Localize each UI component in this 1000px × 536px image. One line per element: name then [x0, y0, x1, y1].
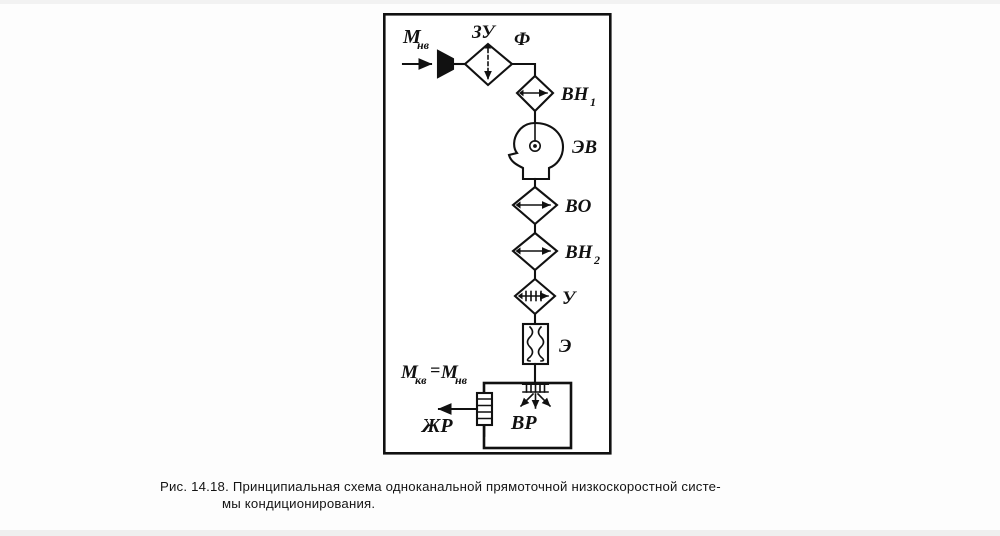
label-electric-heater: Э	[559, 336, 571, 357]
label-air-heater-2: BH 2	[564, 242, 600, 267]
scan-edge-bottom	[0, 530, 1000, 536]
label-inlet-flow-sub: нв	[417, 38, 430, 52]
label-filter: Ф	[514, 29, 530, 50]
duct-intake-to-filter	[510, 62, 537, 78]
intake-funnel-symbol	[436, 49, 467, 79]
electric-fan-symbol	[507, 121, 565, 181]
label-air-heater-1: BH 1	[560, 84, 596, 109]
intake-device-symbol	[463, 42, 514, 87]
figure-caption: Рис. 14.18. Принципиальная схема однокан…	[160, 478, 860, 512]
label-air-heater-1-sub: 1	[590, 95, 596, 109]
label-supply-flow: M кв = M нв	[400, 360, 468, 387]
electric-heater-symbol	[521, 322, 550, 366]
figure-frame	[383, 13, 612, 455]
label-inlet-flow-main: M	[402, 26, 422, 48]
label-humidifier: У	[562, 288, 577, 309]
label-room-radiator: ЖР	[420, 415, 453, 437]
label-air-cooler: BO	[564, 196, 592, 217]
conditioned-room-symbol	[482, 381, 573, 450]
label-supply-flow-sub: кв	[415, 373, 427, 387]
label-supply-flow-eq: =	[430, 360, 440, 380]
label-air-heater-2-sub: 2	[593, 253, 600, 267]
label-air-heater-1-main: BH	[560, 84, 590, 105]
label-supply-flow-main-2: M	[440, 362, 459, 383]
supply-diffuser-symbol	[519, 382, 552, 409]
label-fan: ЭВ	[572, 137, 597, 158]
label-supply-flow-sub-2: нв	[455, 373, 468, 387]
label-supply-flow-main: M	[400, 362, 419, 383]
label-intake-device: ЗУ	[471, 22, 496, 43]
figure-caption-line-1: Рис. 14.18. Принципиальная схема однокан…	[160, 479, 721, 494]
scan-edge-top	[0, 0, 1000, 4]
figure-diagram: .ln{stroke:#111111;stroke-width:2.1;fill…	[383, 13, 612, 455]
label-air-heater-2-main: BH	[564, 242, 594, 263]
label-inlet-flow: M нв	[402, 26, 430, 52]
figure-caption-line-2: мы кондиционирования.	[222, 496, 376, 511]
label-room: BP	[510, 412, 537, 434]
